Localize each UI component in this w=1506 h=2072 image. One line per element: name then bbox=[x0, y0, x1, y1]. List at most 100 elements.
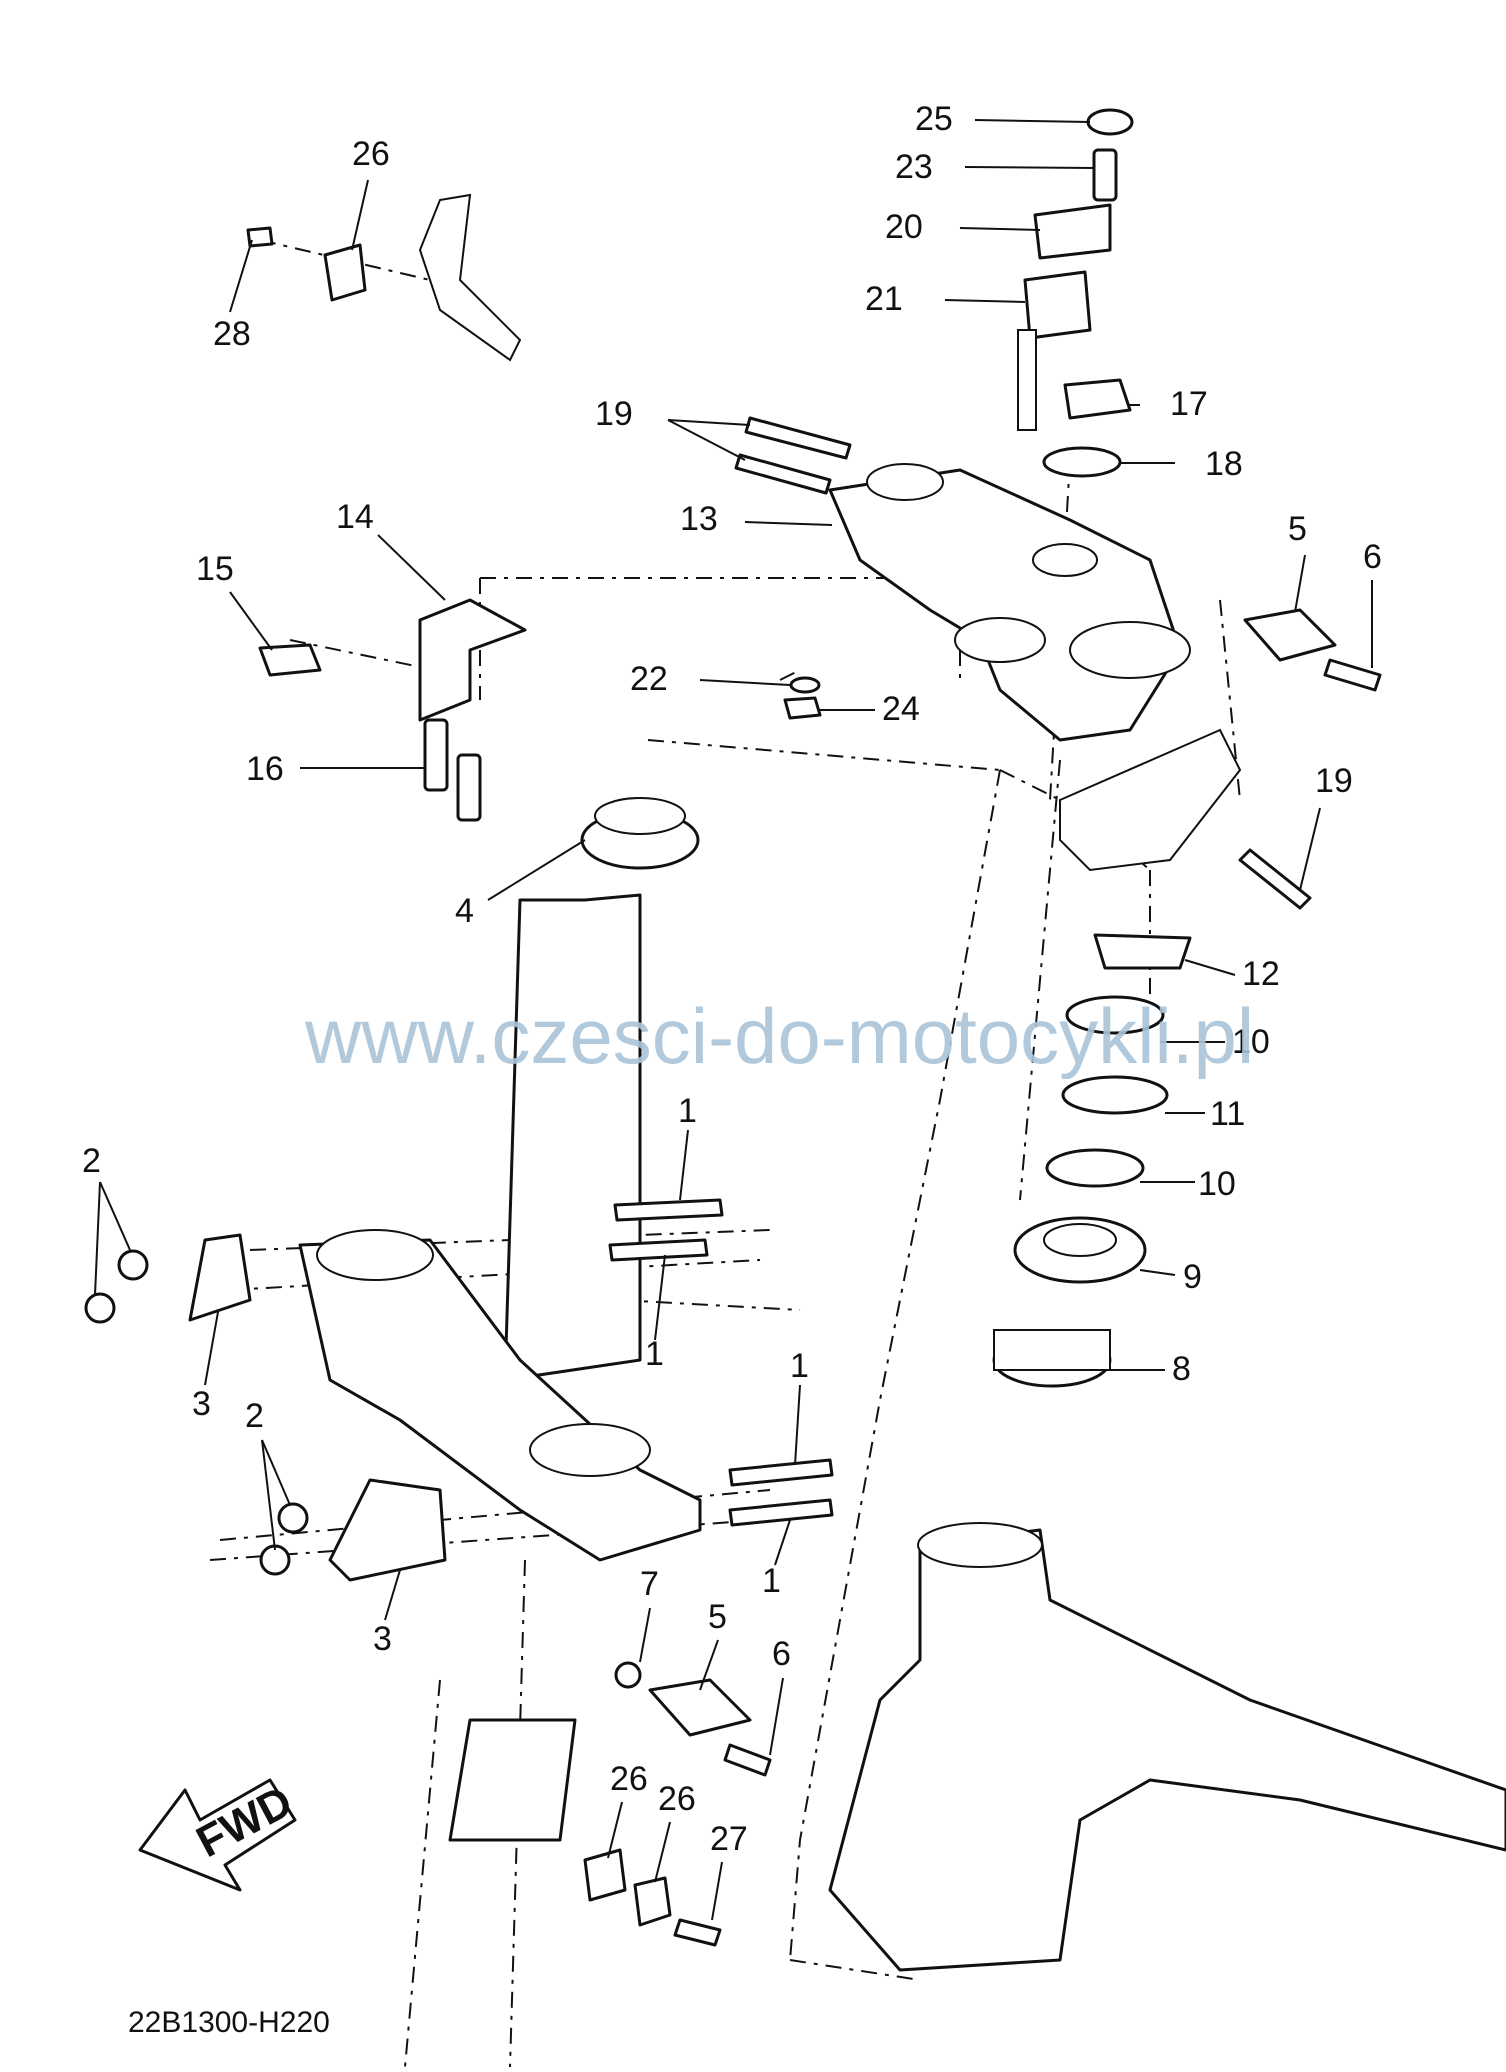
callout-number-23: 23 bbox=[895, 148, 933, 186]
callout-number-14: 14 bbox=[336, 498, 374, 536]
callout-leader-line bbox=[1294, 554, 1306, 613]
part-26-bracket-lower-a bbox=[583, 1848, 627, 1902]
callout-leader-line bbox=[384, 1569, 401, 1621]
callout-leader-line bbox=[679, 1129, 689, 1201]
part-3-plate-lower bbox=[328, 1478, 447, 1582]
callout-leader-line bbox=[711, 1861, 723, 1921]
callout-leader-line bbox=[769, 1677, 784, 1756]
part-27-bolt bbox=[673, 1918, 722, 1947]
bracket-hole bbox=[866, 463, 944, 501]
callout-number-10: 10 bbox=[1198, 1165, 1236, 1203]
callout-leader-line bbox=[964, 166, 1095, 169]
part-2-nut-c bbox=[277, 1502, 309, 1534]
part-19-bolt-b bbox=[734, 453, 832, 495]
callout-number-1: 1 bbox=[790, 1347, 809, 1385]
callout-leader-line bbox=[944, 299, 1026, 303]
part-1-bolt-b bbox=[608, 1238, 709, 1262]
callout-number-1: 1 bbox=[645, 1335, 664, 1373]
callout-number-26: 26 bbox=[658, 1780, 696, 1818]
part-2-nut-d bbox=[259, 1544, 291, 1576]
callout-leader-line bbox=[654, 1821, 671, 1883]
part-17-nut bbox=[1063, 378, 1132, 420]
callout-leader-line bbox=[99, 1181, 131, 1251]
fwd-arrow-icon bbox=[138, 1778, 297, 1892]
part-1-bolt-d bbox=[728, 1498, 834, 1527]
callout-leader-line bbox=[229, 591, 273, 651]
callout-number-22: 22 bbox=[630, 660, 668, 698]
callout-number-1: 1 bbox=[762, 1562, 781, 1600]
part-22-washer bbox=[789, 676, 821, 694]
callout-number-12: 12 bbox=[1242, 955, 1280, 993]
part-2-nut-b bbox=[84, 1292, 116, 1324]
part-15-clip bbox=[258, 643, 322, 677]
side-bracket-parts bbox=[246, 193, 1382, 822]
part-11-washer bbox=[1061, 1075, 1169, 1115]
bearing-body bbox=[993, 1329, 1111, 1371]
callout-leader-line bbox=[959, 227, 1041, 231]
callout-leader-line bbox=[261, 1439, 291, 1506]
callout-number-8: 8 bbox=[1172, 1350, 1191, 1388]
part-16-bolt-a bbox=[423, 718, 449, 792]
callout-leader-line bbox=[699, 679, 791, 686]
callout-number-15: 15 bbox=[196, 550, 234, 588]
callout-leader-line bbox=[204, 1311, 219, 1386]
callout-number-7: 7 bbox=[640, 1565, 659, 1603]
part-6-bolt-upper bbox=[1323, 658, 1382, 692]
callout-number-27: 27 bbox=[710, 1820, 748, 1858]
forward-direction-arrow: FWD bbox=[138, 1777, 300, 1892]
bracket-hole bbox=[1032, 543, 1098, 577]
seal-inner bbox=[1043, 1223, 1117, 1257]
callout-leader-line bbox=[351, 179, 369, 251]
stem-bearing-parts bbox=[503, 797, 1192, 1388]
callout-leader-line bbox=[487, 839, 586, 901]
callout-number-17: 17 bbox=[1170, 385, 1208, 423]
part-18-washer bbox=[1042, 446, 1122, 478]
part-26-bracket-lower-b bbox=[633, 1876, 672, 1927]
callout-number-9: 9 bbox=[1183, 1258, 1202, 1296]
callout-leader-line bbox=[94, 1181, 101, 1296]
part-12-cover bbox=[1093, 933, 1192, 970]
callout-number-18: 18 bbox=[1205, 445, 1243, 483]
callout-leader-line bbox=[229, 239, 253, 313]
part-26-bracket-top bbox=[323, 243, 367, 302]
steering-stem-shaft bbox=[503, 893, 642, 1382]
callout-number-26: 26 bbox=[352, 135, 390, 173]
callout-layer: 2523202117181913262814151622245619412101… bbox=[82, 100, 1382, 1921]
frame-head-pipe bbox=[828, 1522, 1506, 1972]
lower-bracket bbox=[298, 1238, 702, 1562]
callout-number-10: 10 bbox=[1232, 1023, 1270, 1061]
bracket-plate bbox=[1059, 728, 1242, 872]
upper-bracket-parts bbox=[734, 108, 1312, 910]
callout-leader-line bbox=[1139, 1269, 1176, 1276]
diagram-reference-code: 22B1300-H220 bbox=[128, 2006, 330, 2039]
frame-head-pipe bbox=[828, 1528, 1506, 1972]
part-3-plate-upper bbox=[188, 1233, 252, 1322]
part-5-clamp-upper bbox=[1243, 608, 1337, 662]
callout-leader-line bbox=[1299, 807, 1321, 891]
part-1-bolt-c bbox=[728, 1458, 834, 1487]
callout-number-5: 5 bbox=[708, 1598, 727, 1636]
callout-leader-line bbox=[654, 1254, 666, 1341]
callout-leader-line bbox=[261, 1439, 276, 1551]
callout-leader-line bbox=[667, 419, 751, 426]
part-1-bolt-a bbox=[613, 1198, 724, 1222]
callout-number-20: 20 bbox=[885, 208, 923, 246]
callout-leader-line bbox=[774, 1519, 791, 1566]
callout-number-2: 2 bbox=[245, 1397, 264, 1435]
part-23-bolt bbox=[1092, 148, 1118, 202]
callout-number-1: 1 bbox=[678, 1092, 697, 1130]
callout-number-6: 6 bbox=[772, 1635, 791, 1673]
fork-tube-lower bbox=[448, 1718, 577, 1842]
callout-number-11: 11 bbox=[1210, 1095, 1245, 1133]
part-7-nut bbox=[614, 1661, 642, 1689]
bearing-inner bbox=[594, 797, 686, 835]
lower-bracket-hole bbox=[529, 1423, 651, 1477]
callout-number-19: 19 bbox=[595, 395, 633, 433]
part-14-bracket bbox=[418, 598, 527, 722]
callout-number-28: 28 bbox=[213, 315, 251, 353]
part-21-clamp-lower bbox=[1023, 270, 1092, 340]
callout-leader-line bbox=[974, 119, 1091, 123]
part-25-cap bbox=[1086, 108, 1134, 136]
